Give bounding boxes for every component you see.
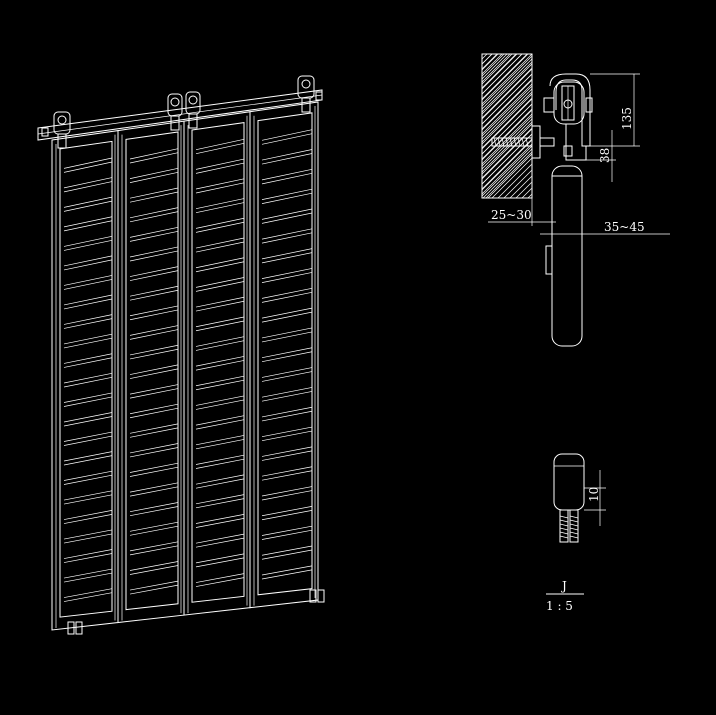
door-panel <box>51 129 119 631</box>
hanger-2 <box>167 93 183 131</box>
floor-guide <box>67 589 325 635</box>
door-elevation <box>37 75 325 635</box>
floor-guide-body <box>553 453 585 511</box>
dim-25-30: 25~30 <box>491 208 532 222</box>
hanger-4 <box>297 75 315 113</box>
dim-135: 135 <box>620 107 634 130</box>
door-panel <box>249 101 319 609</box>
section-view: 135 38 25~30 35~45 <box>481 53 670 347</box>
rail-stop <box>315 91 323 101</box>
top-rail <box>37 89 323 141</box>
wheel-assembly <box>543 73 593 161</box>
dim-35-45: 35~45 <box>604 220 645 234</box>
anchor-screws <box>559 509 579 543</box>
door-slab <box>545 165 583 347</box>
detail-scale: 1 : 5 <box>546 599 573 613</box>
detail-view: 10 J 1 : 5 <box>546 453 606 613</box>
hanger-3 <box>185 91 201 129</box>
door-panel <box>117 120 185 624</box>
dim-38: 38 <box>598 148 612 163</box>
dim-10: 10 <box>587 487 601 502</box>
door-panel <box>183 111 251 616</box>
dimension-lines <box>488 73 670 240</box>
detail-label: J <box>560 579 567 593</box>
door-handle <box>545 245 553 275</box>
lag-bolt <box>491 125 555 159</box>
hanger-1 <box>53 111 71 149</box>
wall <box>481 53 533 199</box>
rail-stop <box>41 127 49 137</box>
